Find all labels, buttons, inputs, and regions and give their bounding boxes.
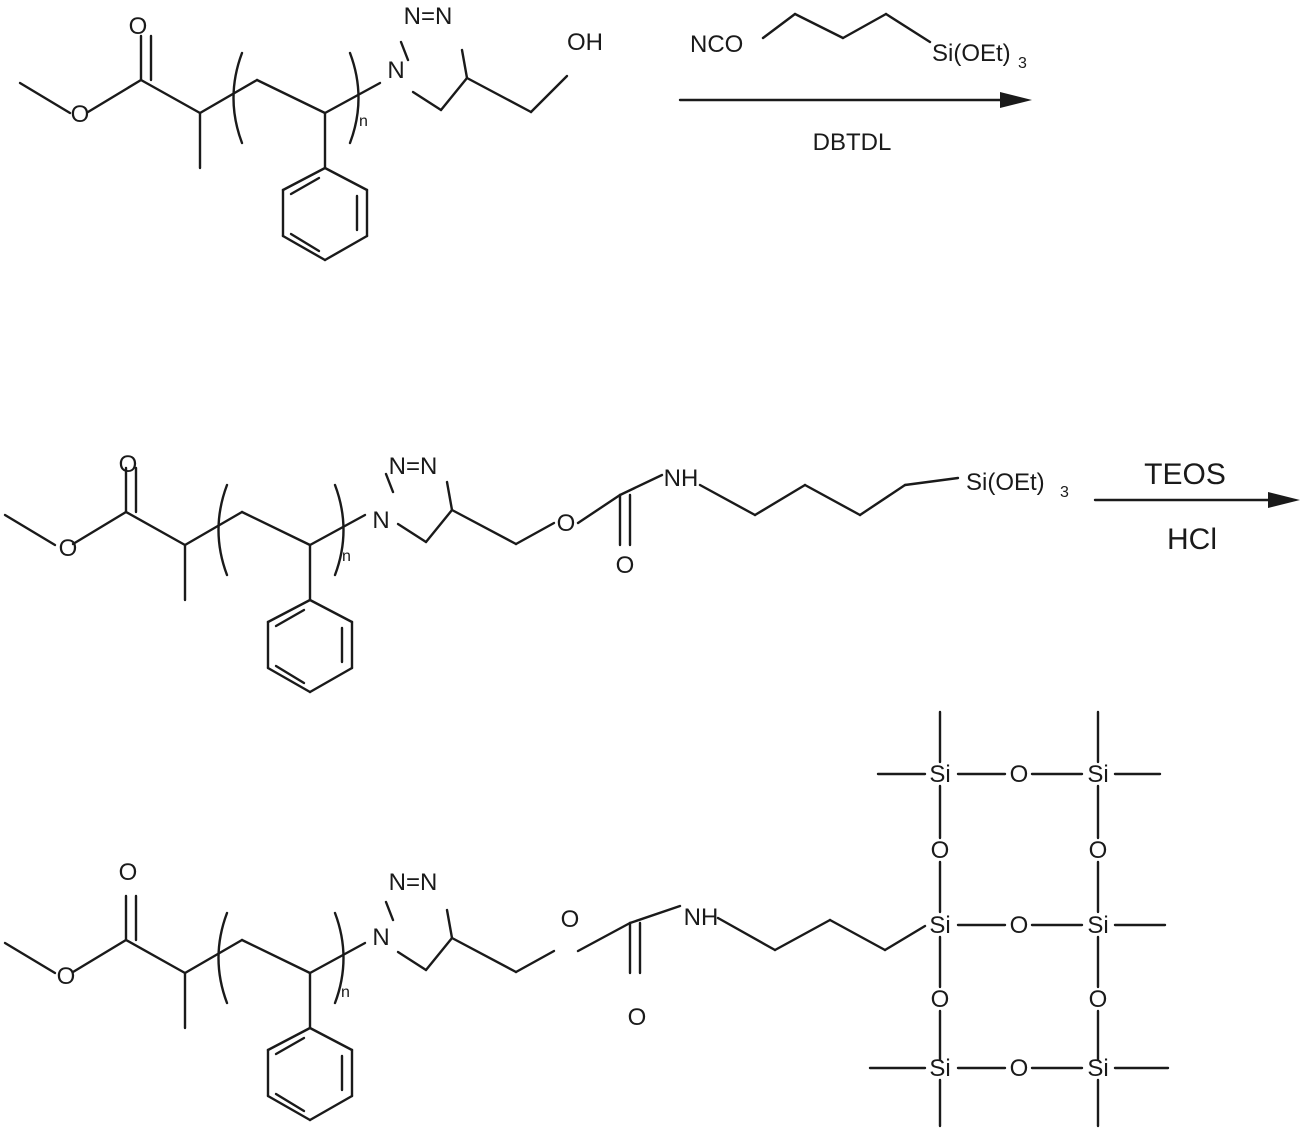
carbonyl-oxygen: O (129, 13, 148, 40)
ester-oxygen-3: O (57, 963, 76, 990)
o-bottom-bridge: O (1010, 1055, 1029, 1082)
reaction-arrow-1 (678, 92, 1032, 108)
reagent-hcl: HCl (1167, 523, 1217, 556)
triazoline-n1: N (387, 57, 404, 84)
catalyst-dbtdl: DBTDL (813, 129, 892, 156)
ester-oxygen: O (71, 101, 90, 128)
o-left-lower: O (931, 986, 950, 1013)
silica-network (868, 710, 1170, 1128)
reagent-teos: TEOS (1144, 458, 1226, 491)
starting-polymer (18, 34, 569, 262)
hydroxyl: OH (567, 29, 603, 56)
o-right-upper: O (1089, 837, 1108, 864)
triazoline-n2-n3-3: N=N (389, 869, 438, 896)
ester-oxygen-2: O (59, 535, 78, 562)
silyl-subscript: 3 (1060, 484, 1069, 501)
urethane-carbonyl-oxygen-3: O (628, 1004, 647, 1031)
reagent-silyl-group: Si(OEt) (932, 40, 1011, 67)
o-middle-bridge: O (1010, 912, 1029, 939)
si-bottom-left: Si (929, 1055, 950, 1082)
isocyanate-silane-reagent (761, 12, 932, 44)
hybrid-polymer-silica (3, 894, 927, 1122)
carbonyl-oxygen-3: O (119, 859, 138, 886)
urethane-carbonyl-oxygen: O (616, 552, 635, 579)
urethane-silane-polymer (3, 466, 960, 694)
si-middle-right: Si (1087, 912, 1108, 939)
reaction-arrow-2 (1093, 492, 1300, 508)
triazoline-n1-3: N (372, 924, 389, 951)
reagent-silyl-subscript: 3 (1018, 55, 1027, 72)
urethane-oxygen-3: O (561, 906, 580, 933)
o-left-upper: O (931, 837, 950, 864)
repeat-n-2: n (342, 548, 351, 565)
o-right-lower: O (1089, 986, 1108, 1013)
si-top-right: Si (1087, 761, 1108, 788)
urethane-oxygen: O (557, 510, 576, 537)
si-top-left: Si (929, 761, 950, 788)
o-top-bridge: O (1010, 761, 1029, 788)
triazoline-n2-n3: N=N (404, 3, 453, 30)
triazoline-n2-n3-2: N=N (389, 453, 438, 480)
reagent-isocyanate: NCO (690, 31, 743, 58)
repeat-n: n (359, 113, 368, 130)
si-middle-left: Si (929, 912, 950, 939)
silyl-group: Si(OEt) (966, 469, 1045, 496)
carbonyl-oxygen-2: O (119, 451, 138, 478)
urethane-nh: NH (664, 465, 699, 492)
repeat-n-3: n (341, 984, 350, 1001)
triazoline-n1-2: N (372, 507, 389, 534)
si-bottom-right: Si (1087, 1055, 1108, 1082)
urethane-nh-3: NH (684, 904, 719, 931)
